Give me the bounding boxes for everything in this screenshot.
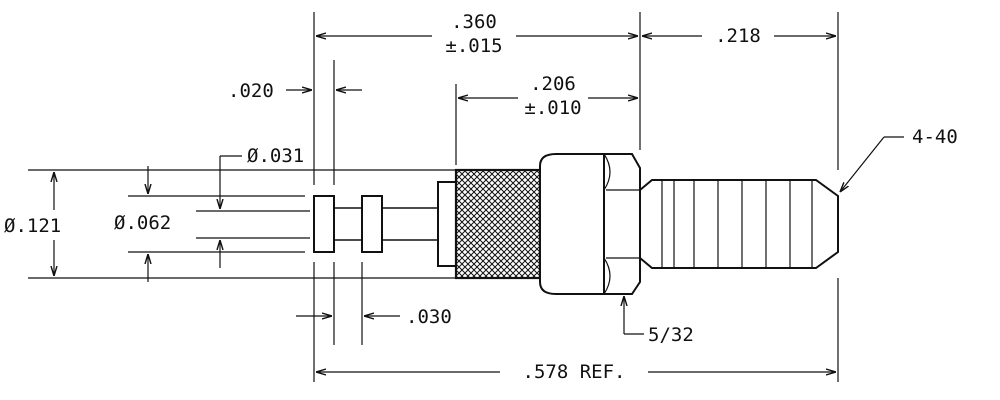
label-dim-030: .030 [406, 306, 452, 328]
label-thread-4-40: 4-40 [912, 126, 958, 148]
label-dim-218: .218 [715, 25, 761, 47]
label-dia-121: Ø.121 [4, 215, 61, 237]
dimension-lines [54, 36, 904, 372]
extension-lines [28, 12, 839, 382]
body-shoulder [539, 153, 607, 295]
label-dim-360: .360 [451, 11, 497, 33]
label-dim-578-ref: .578 REF. [523, 361, 626, 383]
threaded-stud [639, 179, 839, 269]
pin-shaft [332, 207, 440, 241]
contact-collar-front [313, 195, 335, 253]
contact-collar-rear [361, 195, 383, 253]
dimension-labels: .360 ±.015 .218 .206 ±.010 .020 4-40 Ø.0… [4, 11, 958, 383]
label-dia-031: Ø.031 [247, 145, 304, 167]
hex-nut [603, 153, 641, 295]
label-tol-010: ±.010 [524, 97, 581, 119]
label-hex-5-32: 5/32 [648, 324, 694, 346]
label-dim-020: .020 [228, 80, 274, 102]
label-dia-062: Ø.062 [114, 212, 171, 234]
label-dim-206: .206 [530, 73, 576, 95]
knurled-body [454, 168, 542, 280]
part-outline [313, 153, 839, 295]
label-tol-015: ±.015 [445, 35, 502, 57]
insulator-step [437, 181, 457, 267]
